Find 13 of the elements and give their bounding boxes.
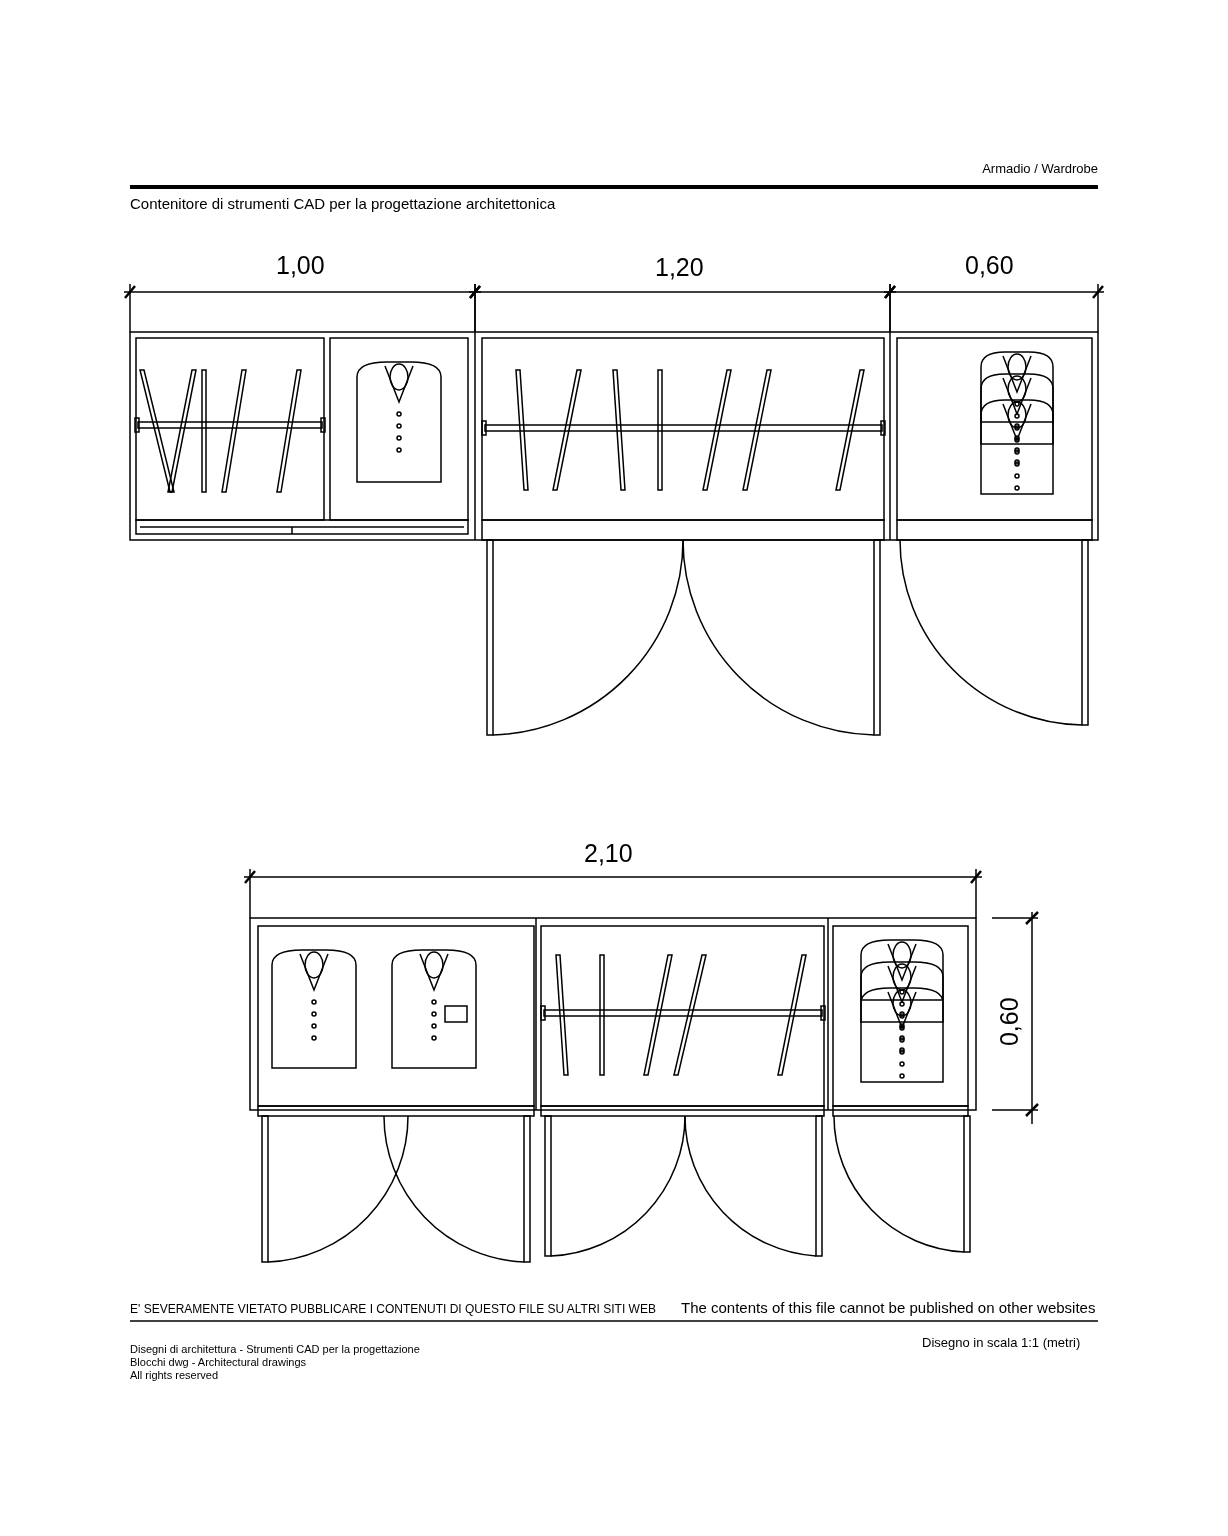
footer-note: Disegni di architettura - Strumenti CAD per la progettazione [130,1343,420,1356]
dimension-value: 2,10 [584,840,633,868]
footer-note: Blocchi dwg - Architectural drawings [130,1356,307,1369]
copyright-notice: E' SEVERAMENTE VIETATO PUBBLICARE I CONTENUTI DI QUESTO FILE SU ALTRI SITI WEB [130,1303,656,1317]
dimension-value: 1,20 [655,254,704,282]
drawing-title: Armadio / Wardrobe [982,162,1098,177]
dimension-value: 0,60 [965,252,1014,280]
dimension-value: 0,60 [995,997,1024,1047]
dimension-value: 1,00 [276,252,325,280]
scale-note: Disegno in scala 1:1 (metri) [922,1336,1081,1351]
footer-note: All rights reserved [130,1369,219,1382]
copyright-notice: The contents of this file cannot be published on other websites [681,1300,1096,1317]
subtitle: Contenitore di strumenti CAD per la progettazione architettonica [130,196,556,213]
